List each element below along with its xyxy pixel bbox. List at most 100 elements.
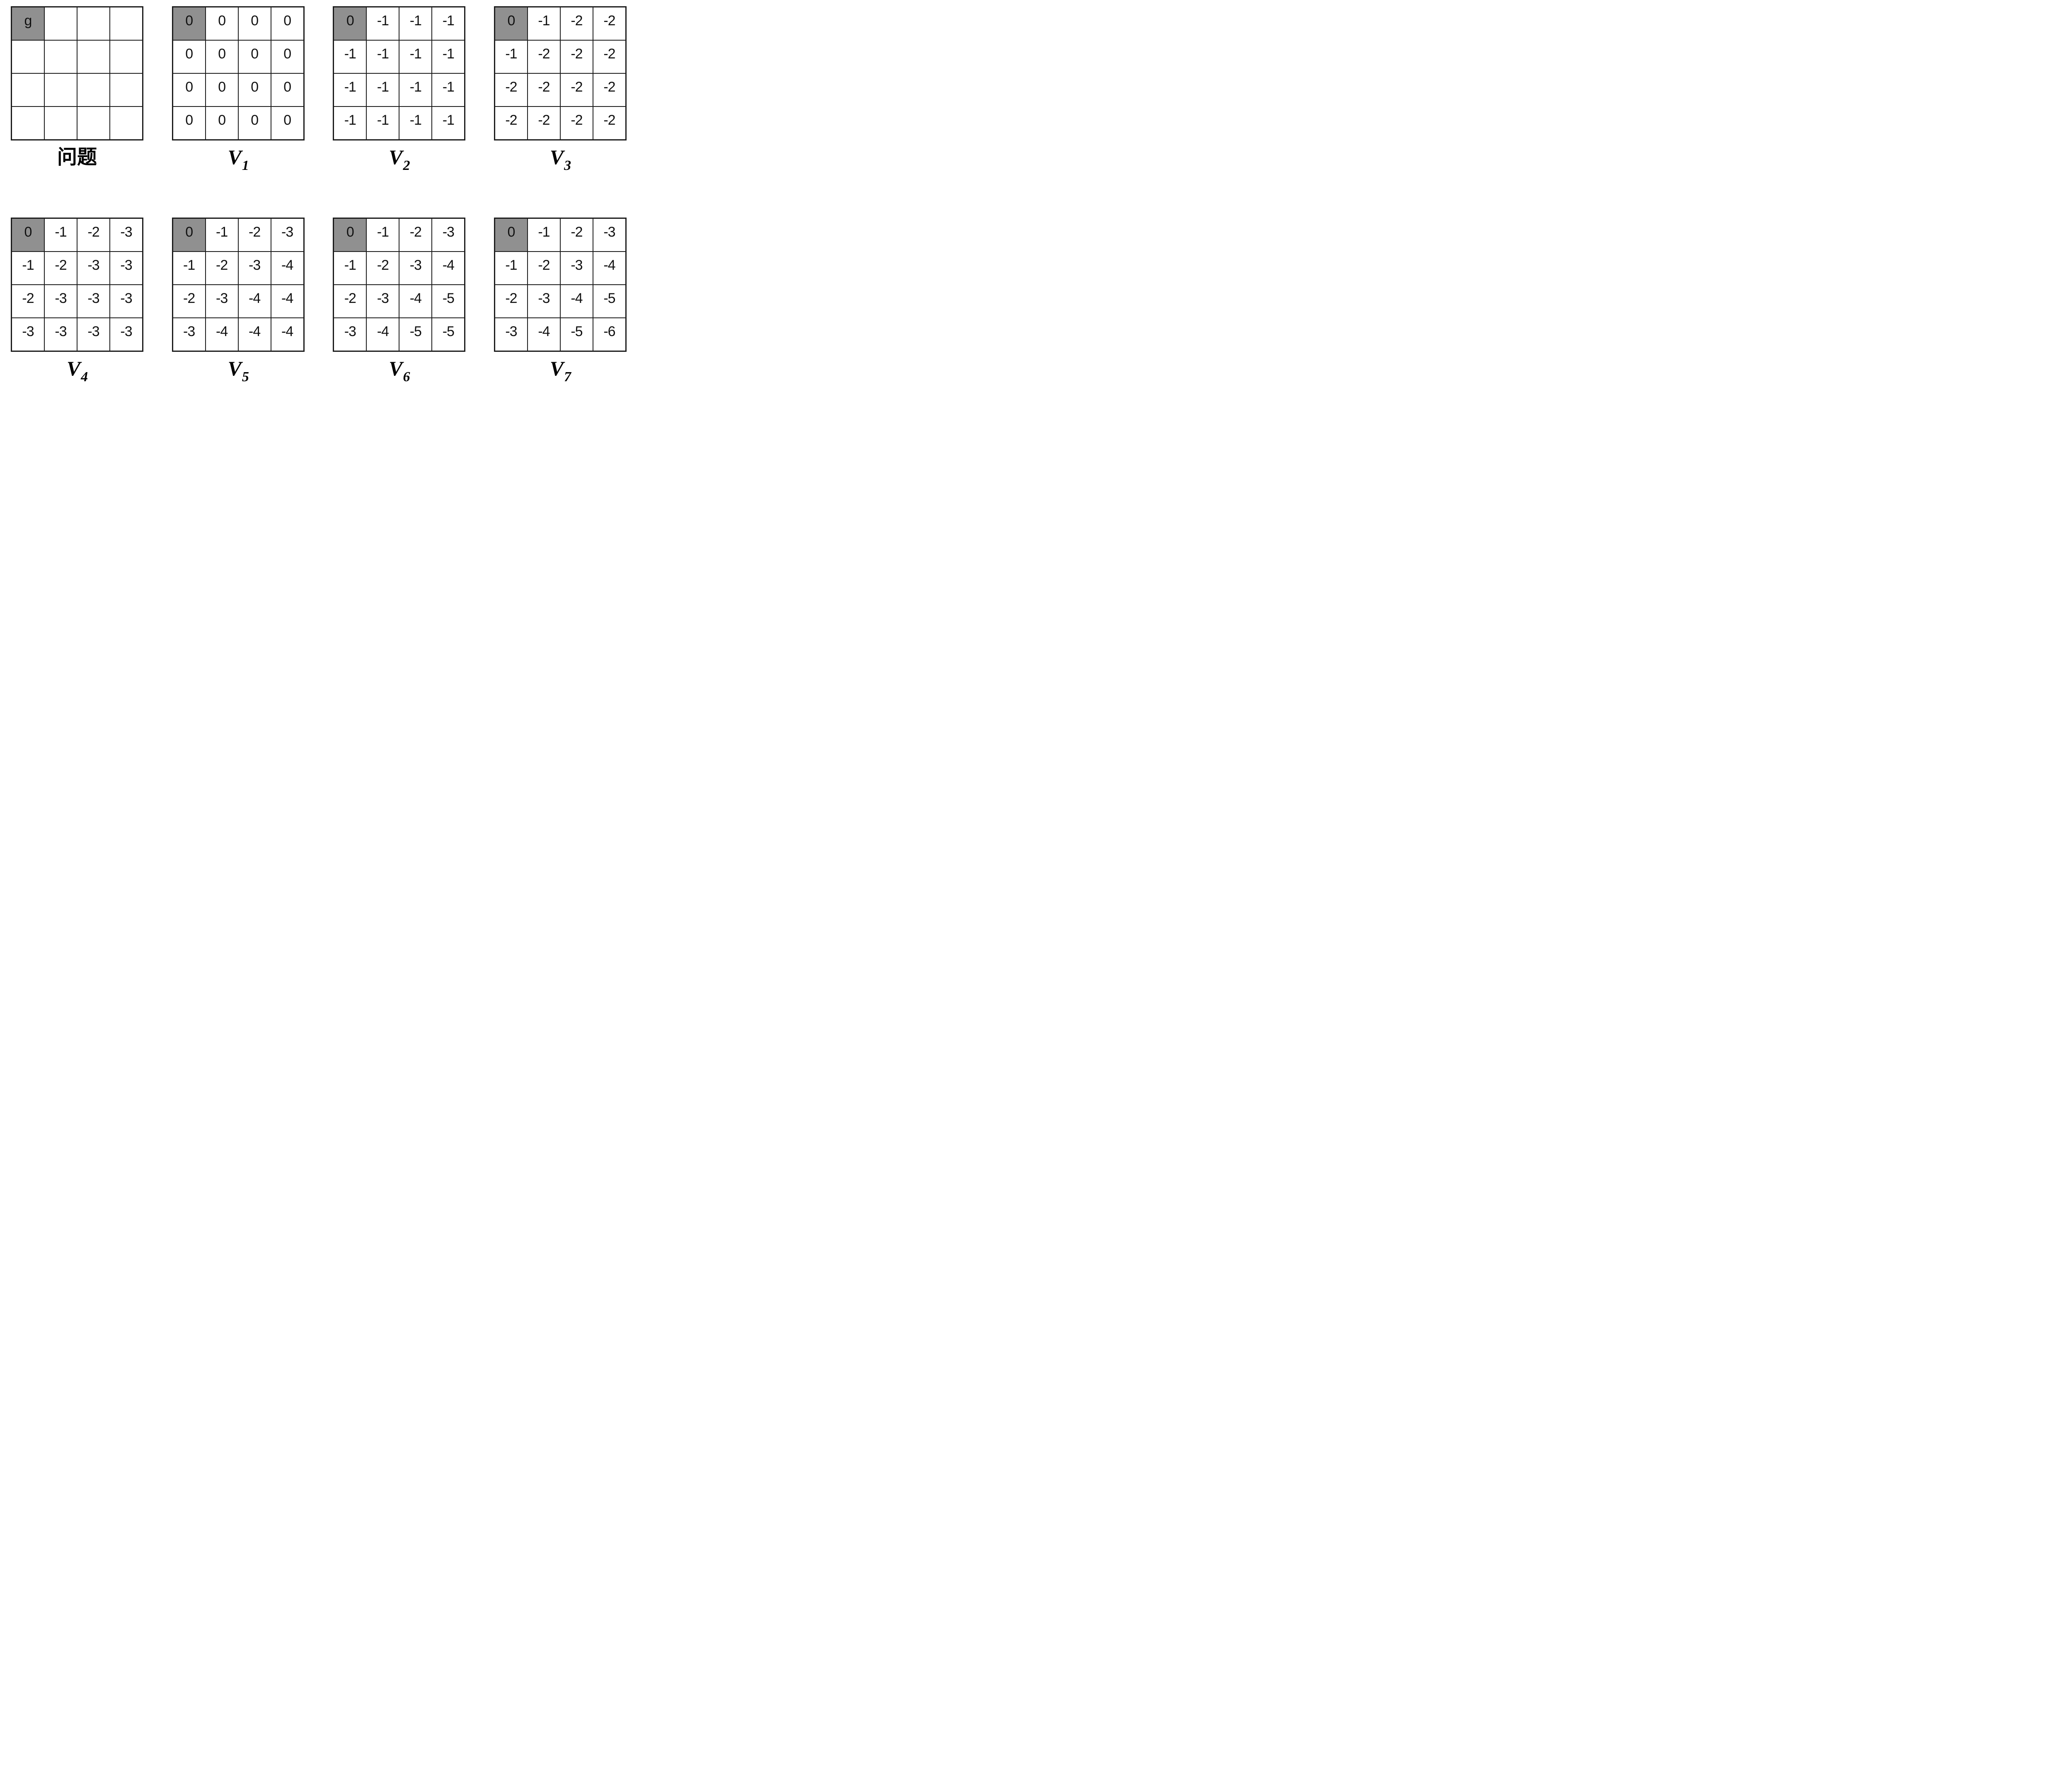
grid-cell: -2 (44, 252, 77, 285)
grid-cell: -2 (560, 218, 593, 252)
grid-cell: -2 (238, 218, 271, 252)
goal-cell: 0 (172, 218, 206, 252)
grid-cell: -3 (110, 218, 143, 252)
grid-cell: -3 (366, 285, 399, 318)
grid-cell: -3 (560, 252, 593, 285)
grid-cell: -2 (527, 73, 560, 106)
grid-cell: -2 (527, 40, 560, 73)
grid-cell: -3 (110, 252, 143, 285)
grid-cell: 0 (238, 7, 271, 40)
grid-cell: -6 (593, 318, 626, 351)
grid-cell: -3 (432, 218, 465, 252)
grid-cell: 0 (205, 40, 238, 73)
grid-cell: -1 (432, 106, 465, 140)
goal-cell: g (12, 7, 44, 40)
label-text: V (549, 357, 564, 380)
grid-cell: -2 (399, 218, 432, 252)
grid-cell: -2 (527, 252, 560, 285)
grid-cell: -4 (593, 252, 626, 285)
grid-cell: -5 (560, 318, 593, 351)
grid-cell: -3 (12, 318, 44, 351)
grid-cell: 0 (205, 106, 238, 140)
grid-cell: 0 (238, 73, 271, 106)
grid-cell: -2 (593, 7, 626, 40)
grid-cell (110, 7, 143, 40)
goal-cell: 0 (12, 218, 44, 252)
grid-cell: -5 (432, 285, 465, 318)
grid-cell: -1 (334, 252, 367, 285)
grid-cell (77, 106, 110, 140)
grid-cell: -4 (432, 252, 465, 285)
grid-cell: -4 (238, 285, 271, 318)
grid-cell: -1 (399, 106, 432, 140)
grid-cell: -1 (366, 73, 399, 106)
grid-cell: -3 (77, 252, 110, 285)
grid-cell: -5 (399, 318, 432, 351)
grid-cell: -1 (399, 40, 432, 73)
grid-cell: -4 (399, 285, 432, 318)
grid-cell: -4 (271, 318, 304, 351)
grid-cell: -5 (432, 318, 465, 351)
grid-cell: 0 (172, 106, 206, 140)
grid-cell: -3 (77, 285, 110, 318)
label-subscript: 5 (242, 369, 249, 385)
grid-cell: -3 (271, 218, 304, 252)
label-subscript: 6 (403, 369, 410, 385)
grid-cell: 0 (271, 73, 304, 106)
grid-cell: -1 (399, 73, 432, 106)
grid-cell: -1 (12, 252, 44, 285)
grid-cell: -4 (366, 318, 399, 351)
problem-grid-label: 问题 (57, 145, 97, 172)
grid-cell: -4 (238, 318, 271, 351)
grid-cell: -1 (432, 7, 465, 40)
grid-cell: -1 (334, 73, 367, 106)
grid-cell: -3 (527, 285, 560, 318)
grid-cell: -2 (560, 106, 593, 140)
grid-cell (44, 7, 77, 40)
grid-cell: -4 (271, 285, 304, 318)
grid-cell: -4 (205, 318, 238, 351)
grid-cell: -2 (527, 106, 560, 140)
grid-cell (110, 73, 143, 106)
label-text: V (549, 145, 564, 169)
grid-cell: -1 (432, 40, 465, 73)
grid-cell: -1 (527, 7, 560, 40)
grid-cell: -2 (205, 252, 238, 285)
grid-cell: -2 (77, 218, 110, 252)
grid-cell: -3 (110, 318, 143, 351)
grid-cell: -2 (593, 73, 626, 106)
grid-cell: -1 (494, 252, 528, 285)
problem-grid: g (11, 6, 143, 140)
grid-cell: -3 (110, 285, 143, 318)
grid-cell: -2 (593, 40, 626, 73)
label-subscript: 2 (403, 158, 410, 173)
grid-cell: 0 (205, 73, 238, 106)
grid-cell (12, 106, 44, 140)
grid-cell: -1 (399, 7, 432, 40)
grid-cell: -1 (494, 40, 528, 73)
grid-cell: -3 (44, 285, 77, 318)
grid-cell: -4 (527, 318, 560, 351)
grid-cell (77, 73, 110, 106)
value-grid-v4: 0-1-2-3-1-2-3-3-2-3-3-3-3-3-3-3 (11, 218, 143, 352)
grid-cell (110, 106, 143, 140)
grid-cell (12, 73, 44, 106)
grid-cell: -2 (560, 7, 593, 40)
grid-cell (77, 7, 110, 40)
grid-cell: -1 (366, 40, 399, 73)
label-subscript: 1 (242, 158, 249, 173)
grid-cell: -3 (205, 285, 238, 318)
grid-cell (110, 40, 143, 73)
grid-cell: 0 (172, 73, 206, 106)
grid-cell: -1 (205, 218, 238, 252)
